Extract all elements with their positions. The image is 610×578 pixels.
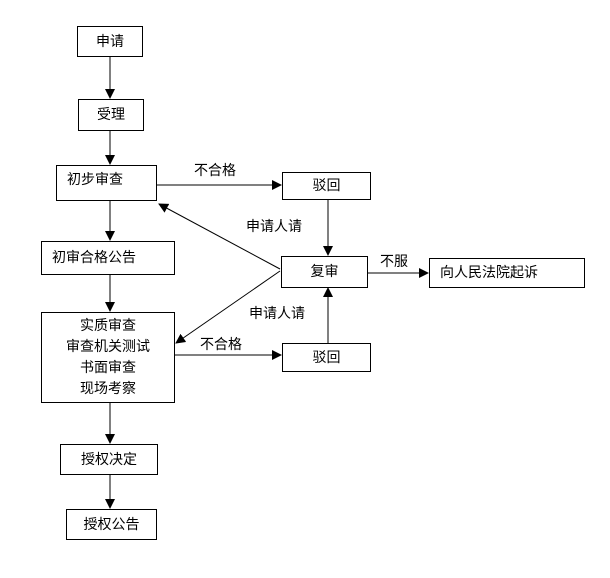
node-prelim-review-label: 初步审查: [67, 172, 123, 188]
label-applicant-request-upper: 申请人请: [246, 219, 302, 235]
node-prelim-pass-notice-label: 初审合格公告: [52, 250, 136, 266]
node-accept: 受理: [78, 99, 144, 131]
node-prelim-pass-notice: 初审合格公告: [41, 241, 175, 275]
node-reexamination-label: 复审: [310, 264, 339, 280]
node-prelim-review: 初步审查: [56, 165, 157, 201]
node-grant-decision-label: 授权决定: [81, 451, 137, 468]
label-dissatisfied: 不服: [380, 254, 408, 270]
node-substantive-review: 实质审查 审查机关测试 书面审查 现场考察: [41, 312, 175, 403]
substantive-line-2: 审查机关测试: [66, 338, 150, 355]
node-reject-upper: 驳回: [282, 172, 371, 200]
node-grant-decision: 授权决定: [60, 444, 158, 475]
substantive-line-1: 实质审查: [80, 317, 136, 334]
node-grant-notice-label: 授权公告: [83, 516, 140, 533]
node-court-label: 向人民法院起诉: [440, 265, 538, 281]
node-grant-notice: 授权公告: [66, 509, 157, 540]
node-apply-label: 申请: [96, 33, 124, 50]
label-fail-lower: 不合格: [200, 337, 242, 353]
arrow-reexam-to-substantive: [175, 270, 281, 344]
substantive-line-4: 现场考察: [80, 380, 136, 397]
node-reject-lower: 驳回: [282, 343, 371, 372]
label-applicant-request-lower: 申请人请: [249, 306, 305, 322]
arrow-reexam-to-prelim: [158, 203, 281, 270]
node-accept-label: 受理: [97, 107, 125, 123]
substantive-review-lines: 实质审查 审查机关测试 书面审查 现场考察: [66, 316, 150, 400]
node-apply: 申请: [77, 26, 143, 57]
node-court: 向人民法院起诉: [429, 258, 585, 288]
substantive-line-3: 书面审查: [80, 359, 136, 376]
node-reject-lower-label: 驳回: [312, 349, 341, 366]
label-fail-upper: 不合格: [194, 163, 236, 179]
node-reject-upper-label: 驳回: [312, 178, 341, 194]
node-reexamination: 复审: [281, 256, 368, 288]
